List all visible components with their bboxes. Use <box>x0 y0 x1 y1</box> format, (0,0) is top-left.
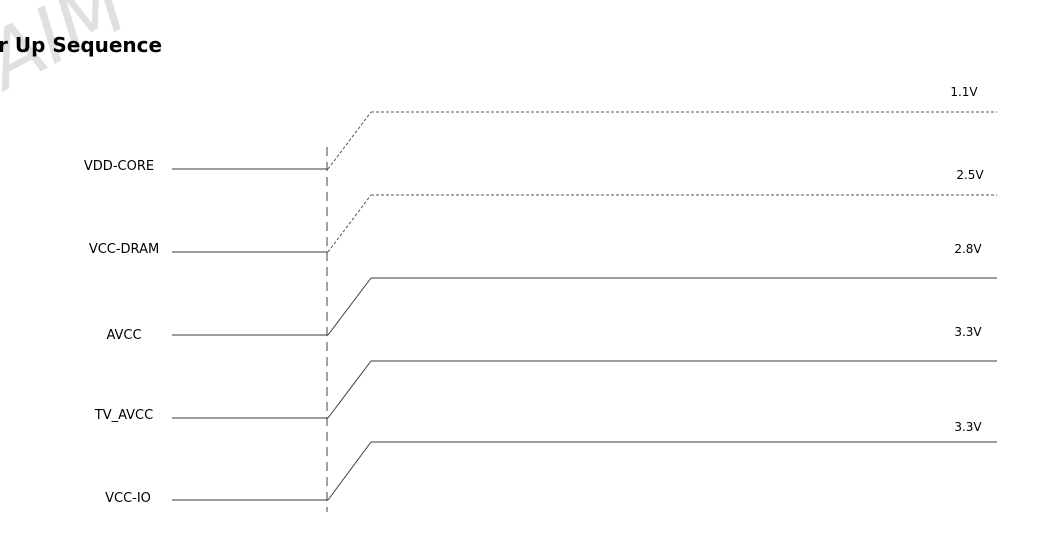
signal-row-vdd-core: VDD-CORE 1.1V <box>84 85 997 174</box>
signal-row-vcc-io: VCC-IO 3.3V <box>105 420 997 506</box>
rising-edge-line <box>327 441 372 501</box>
rising-edge-line <box>327 194 372 253</box>
voltage-label: 1.1V <box>950 85 978 99</box>
signal-label: TV_AVCC <box>94 408 153 423</box>
signal-row-tv-avcc: TV_AVCC 3.3V <box>94 325 997 423</box>
rising-edge-line <box>327 277 372 336</box>
rising-edge-line <box>327 111 372 170</box>
signal-rows: VDD-CORE 1.1V VCC-DRAM 2.5V AVCC 2.8V TV_AVCC 3… <box>84 85 997 506</box>
voltage-label: 3.3V <box>954 420 982 434</box>
signal-label: VCC-IO <box>105 491 151 506</box>
signal-label: AVCC <box>106 328 141 343</box>
signal-label: VDD-CORE <box>84 159 154 174</box>
voltage-label: 3.3V <box>954 325 982 339</box>
signal-row-vcc-dram: VCC-DRAM 2.5V <box>89 168 997 257</box>
page-title: r Up Sequence <box>0 33 162 57</box>
voltage-label: 2.5V <box>956 168 984 182</box>
voltage-label: 2.8V <box>954 242 982 256</box>
signal-label: VCC-DRAM <box>89 242 159 257</box>
rising-edge-line <box>327 360 372 419</box>
signal-row-avcc: AVCC 2.8V <box>106 242 997 343</box>
